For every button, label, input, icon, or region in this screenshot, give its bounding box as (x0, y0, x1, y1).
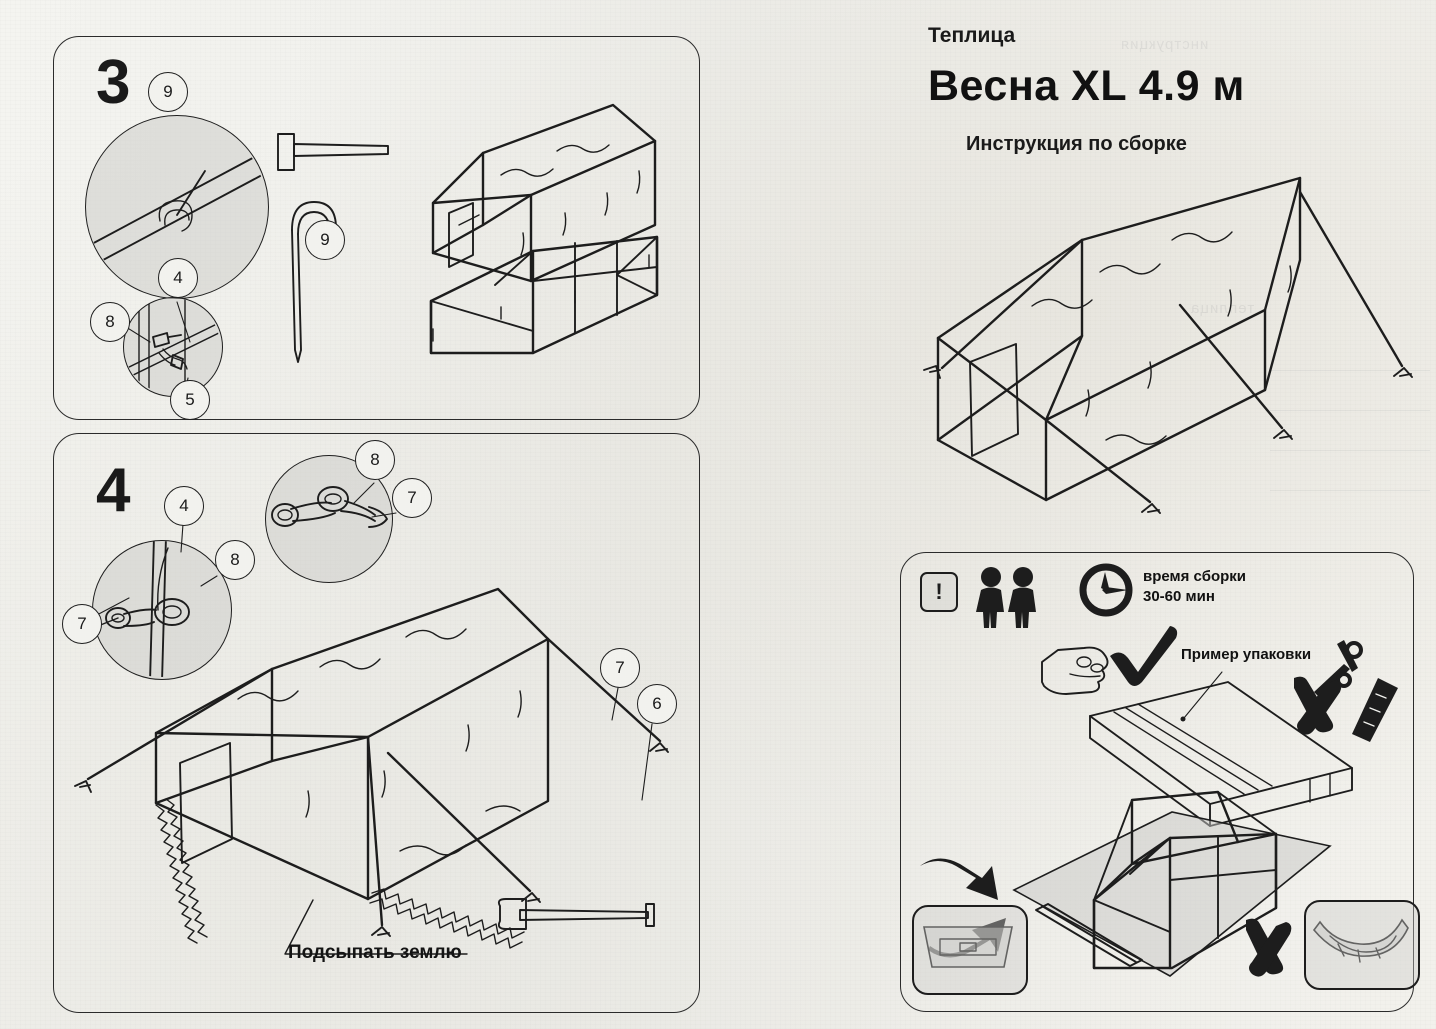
assembly-time-value: 30-60 мин (1143, 588, 1215, 605)
warning-icon: ! (920, 572, 958, 612)
product-name: Весна XL 4.9 м (928, 62, 1245, 110)
assembly-time-label: время сборки (1143, 568, 1247, 585)
step-4-callout-4[interactable]: 4 (164, 486, 204, 526)
step-3-callout-9b[interactable]: 9 (305, 220, 345, 260)
shovel-icon (497, 898, 655, 930)
product-kicker: Теплица (928, 24, 1016, 47)
step-4-caption-add-soil: Подсыпать землю (288, 942, 462, 963)
step-3-cover-over-frame-illustration (429, 103, 659, 355)
step-3-callout-5[interactable]: 5 (170, 380, 210, 420)
two-people-icon (976, 567, 1036, 628)
document-subtitle: Инструкция по сборке (966, 133, 1187, 155)
step-4-callout-7a[interactable]: 7 (62, 604, 102, 644)
level-wrong-box (1304, 900, 1420, 990)
step-4-callout-8b[interactable]: 8 (355, 440, 395, 480)
packaging-example-label: Пример упаковки (1181, 646, 1312, 663)
cross-icon-tools (1294, 676, 1342, 735)
step-4-callout-8a[interactable]: 8 (215, 540, 255, 580)
step-3-callout-4[interactable]: 4 (158, 258, 198, 298)
hammer-icon (277, 133, 389, 171)
hero-greenhouse-illustration (923, 176, 1413, 514)
level-correct-box (912, 905, 1028, 995)
ground-peg-icon (291, 201, 337, 363)
step-3-callout-9a[interactable]: 9 (148, 72, 188, 112)
cross-icon-level (1246, 918, 1292, 977)
clock-icon (1079, 563, 1133, 617)
step-4-callout-6-stake[interactable]: 6 (637, 684, 677, 724)
step-3-number: 3 (96, 48, 131, 117)
step-4-callout-7-rope[interactable]: 7 (600, 648, 640, 688)
utility-knife-icon (1352, 678, 1398, 742)
step-4-callout-7b[interactable]: 7 (392, 478, 432, 518)
title-block: Теплица Весна XL 4.9 м Инструкция по сбо… (928, 24, 1245, 156)
step-3-callout-8[interactable]: 8 (90, 302, 130, 342)
